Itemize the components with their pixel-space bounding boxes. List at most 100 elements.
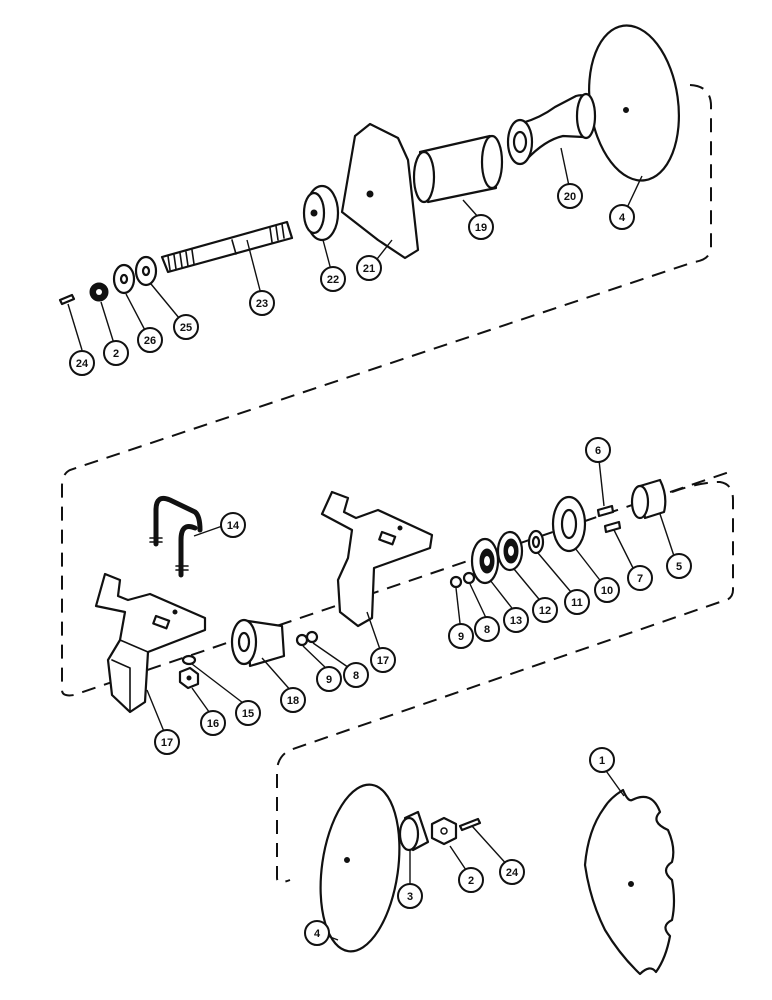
mounting-bracket-right xyxy=(320,490,434,628)
svg-text:16: 16 xyxy=(207,718,219,730)
callout-15: 15 xyxy=(235,700,261,726)
svg-text:3: 3 xyxy=(407,891,413,903)
castle-nut-lower xyxy=(430,816,458,846)
washer-26 xyxy=(112,263,136,295)
castle-nut-upper xyxy=(89,282,109,302)
callout-19: 19 xyxy=(468,214,494,240)
svg-text:14: 14 xyxy=(227,520,240,532)
svg-text:18: 18 xyxy=(287,695,299,707)
svg-text:1: 1 xyxy=(599,755,605,767)
callout-4-upper: 4 xyxy=(609,204,635,230)
bearing-22 xyxy=(302,184,340,242)
spacer-3 xyxy=(398,810,430,852)
lock-washer-15 xyxy=(181,654,197,666)
callout-4-lower: 4 xyxy=(304,920,330,946)
dust-cap-5 xyxy=(630,478,667,520)
svg-text:10: 10 xyxy=(601,585,613,597)
disc-blade-upper xyxy=(587,24,681,182)
svg-text:19: 19 xyxy=(475,222,487,234)
callout-17-left: 17 xyxy=(154,729,180,755)
svg-text:15: 15 xyxy=(242,708,254,720)
callout-14: 14 xyxy=(220,512,246,538)
callout-1: 1 xyxy=(589,747,615,773)
middle-group-outline xyxy=(276,480,734,884)
u-bolt-14 xyxy=(149,495,203,578)
scraper-plate xyxy=(340,122,420,260)
svg-text:4: 4 xyxy=(619,212,626,224)
bolt-6 xyxy=(596,504,615,518)
callout-13: 13 xyxy=(503,607,529,633)
hex-nut-16 xyxy=(178,666,200,690)
callout-5: 5 xyxy=(666,553,692,579)
svg-text:24: 24 xyxy=(76,358,89,370)
callout-21: 21 xyxy=(356,255,382,281)
hub-18 xyxy=(230,618,286,668)
svg-text:9: 9 xyxy=(458,631,464,643)
callout-9-right: 9 xyxy=(448,623,474,649)
callout-7: 7 xyxy=(627,565,653,591)
svg-text:24: 24 xyxy=(506,867,519,879)
callout-12: 12 xyxy=(532,597,558,623)
svg-text:7: 7 xyxy=(637,573,643,585)
cotter-pin-lower xyxy=(458,817,482,832)
cotter-pin-upper xyxy=(58,293,76,306)
svg-text:2: 2 xyxy=(468,875,474,887)
washer-8-right xyxy=(462,571,476,585)
svg-text:26: 26 xyxy=(144,335,156,347)
callout-24-upper: 24 xyxy=(69,350,95,376)
seal-ring-11 xyxy=(527,529,545,555)
svg-text:8: 8 xyxy=(353,670,359,682)
svg-text:11: 11 xyxy=(571,597,583,609)
shaft-23 xyxy=(160,220,294,274)
callout-16: 16 xyxy=(200,710,226,736)
callout-23: 23 xyxy=(249,290,275,316)
svg-text:8: 8 xyxy=(484,624,490,636)
bolt-7 xyxy=(603,520,622,534)
svg-text:20: 20 xyxy=(564,191,576,203)
callout-10: 10 xyxy=(594,577,620,603)
svg-text:2: 2 xyxy=(113,348,119,360)
callout-6: 6 xyxy=(585,437,611,463)
washer-8-left xyxy=(305,630,319,644)
mounting-bracket-left xyxy=(94,572,207,714)
notched-disc-blade xyxy=(583,788,676,976)
svg-text:22: 22 xyxy=(327,274,339,286)
callout-8-left: 8 xyxy=(343,662,369,688)
tube-spacer xyxy=(412,134,504,204)
callout-9-left: 9 xyxy=(316,666,342,692)
upper-group-outline xyxy=(61,84,736,697)
svg-text:4: 4 xyxy=(314,928,321,940)
callout-2-lower: 2 xyxy=(458,867,484,893)
callout-18: 18 xyxy=(280,687,306,713)
svg-text:21: 21 xyxy=(363,263,375,275)
flange-13 xyxy=(470,537,500,585)
bearing-12 xyxy=(496,530,524,572)
callout-24-lower: 24 xyxy=(499,859,525,885)
svg-text:17: 17 xyxy=(161,737,173,749)
svg-text:25: 25 xyxy=(180,322,192,334)
callout-2-upper: 2 xyxy=(103,340,129,366)
svg-text:17: 17 xyxy=(377,655,389,667)
disc-blade-lower xyxy=(319,783,401,953)
callout-20: 20 xyxy=(557,183,583,209)
callout-11: 11 xyxy=(564,589,590,615)
washer-25 xyxy=(134,255,158,287)
svg-text:5: 5 xyxy=(676,561,682,573)
callout-17-right: 17 xyxy=(370,647,396,673)
svg-text:9: 9 xyxy=(326,674,332,686)
nut-9-left xyxy=(295,633,309,647)
svg-text:6: 6 xyxy=(595,445,601,457)
callout-3: 3 xyxy=(397,883,423,909)
svg-text:13: 13 xyxy=(510,615,522,627)
callout-26: 26 xyxy=(137,327,163,353)
callout-8-right: 8 xyxy=(474,616,500,642)
spool-spacer xyxy=(506,92,597,166)
callout-22: 22 xyxy=(320,266,346,292)
svg-text:23: 23 xyxy=(256,298,268,310)
flange-10 xyxy=(551,495,587,553)
svg-text:12: 12 xyxy=(539,605,551,617)
callout-25: 25 xyxy=(173,314,199,340)
nut-9-right xyxy=(449,575,463,589)
